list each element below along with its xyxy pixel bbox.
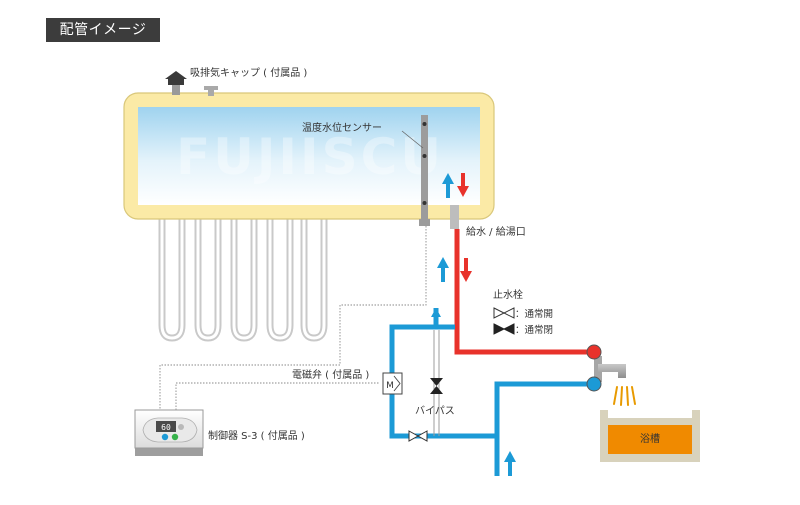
bypass-pipe <box>433 330 440 436</box>
junction-arrow-icon <box>431 308 441 328</box>
heater-coil <box>266 206 294 342</box>
lower-valve-open-icon <box>408 430 428 442</box>
valve-open-icon <box>493 307 515 319</box>
bath-water <box>608 425 692 454</box>
vent-cap-icon <box>165 71 187 95</box>
stop-valve-label: 止水栓 <box>493 288 523 301</box>
tank: FUJIISCU <box>123 92 495 220</box>
hot-down-arrow-icon <box>460 258 472 282</box>
heater-coil <box>158 206 186 342</box>
page-title: 配管イメージ <box>46 18 160 42</box>
inlet-up-arrow-icon <box>504 451 516 476</box>
solenoid-mark: M <box>386 381 394 391</box>
top-fitting <box>204 86 218 96</box>
hot-valve-knob <box>586 344 602 360</box>
cold-pipes <box>389 308 588 476</box>
valve-closed-icon <box>493 323 515 335</box>
cold-valve-knob <box>586 376 602 392</box>
hot-pipe <box>454 229 588 355</box>
legend-open-label: ：通常開 <box>515 308 553 320</box>
temp-sensor-label: 温度水位センサー <box>302 121 382 134</box>
solenoid-valve-label: 電磁弁 ( 付属品 ) <box>292 368 369 381</box>
bathtub-label: 浴槽 <box>640 432 660 445</box>
bypass-valve-closed-icon <box>430 378 443 394</box>
heater-coil <box>300 206 328 342</box>
vent-cap-label: 吸排気キャップ ( 付属品 ) <box>190 66 307 79</box>
controller-button-icon <box>178 424 184 430</box>
heater-coil <box>230 206 258 342</box>
controller-label: 制御器 S-3 ( 付属品 ) <box>208 429 305 442</box>
solenoid-valve-icon <box>393 375 401 392</box>
supply-stub <box>450 205 459 229</box>
bathtub <box>600 410 700 462</box>
cold-up-arrow-icon <box>437 257 449 282</box>
bypass-label: バイパス <box>415 405 455 417</box>
controller-display <box>156 421 176 432</box>
heater-coil <box>194 206 222 342</box>
watermark: FUJIISCU <box>176 128 444 186</box>
cold-up-arrow-icon <box>442 173 454 198</box>
controller-display-value: 60 <box>161 423 171 432</box>
controller-button-icon <box>171 433 179 441</box>
solenoid-valve <box>382 372 403 395</box>
controller-button-icon <box>161 433 169 441</box>
supply-port-label: 給水 / 給湯口 <box>466 225 526 238</box>
controller <box>134 409 204 456</box>
faucet <box>586 344 626 392</box>
water-spray-icon <box>613 386 636 406</box>
heater-coils <box>158 206 328 342</box>
hot-down-arrow-icon <box>457 173 469 197</box>
legend-closed-label: ：通常閉 <box>515 324 553 336</box>
signal-lines <box>159 226 427 410</box>
temp-sensor <box>401 115 430 226</box>
